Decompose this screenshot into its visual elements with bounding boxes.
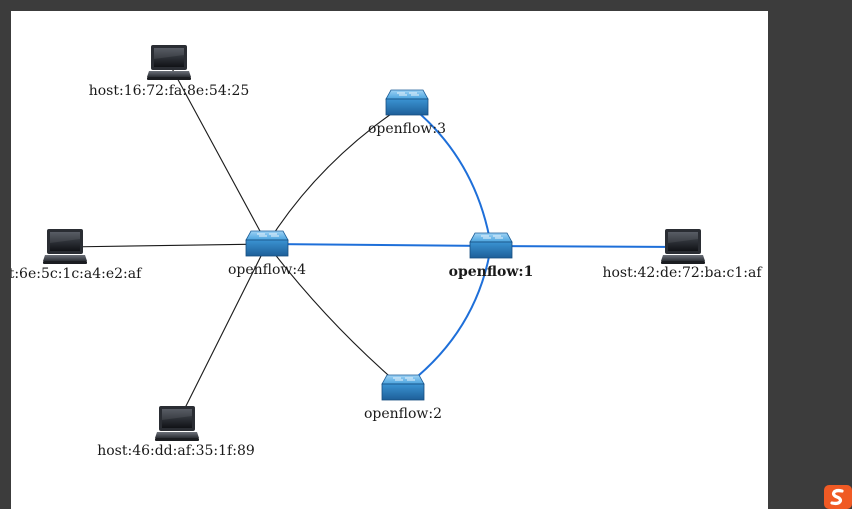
topology-graph[interactable]: host:16:72:fa:8e:54:25 t:6e:5c:1c:a4:e2:a… xyxy=(11,11,768,509)
link-sw4-sw1[interactable] xyxy=(266,243,492,247)
link-sw3-sw1[interactable] xyxy=(406,102,492,247)
switch-label: openflow:3 xyxy=(368,121,446,137)
switch-node-icon[interactable] xyxy=(245,230,289,257)
switch-node-icon[interactable] xyxy=(381,374,425,401)
host-label: t:6e:5c:1c:a4:e2:af xyxy=(11,266,143,282)
link-sw4-sw3[interactable] xyxy=(266,102,408,245)
host-node-icon[interactable] xyxy=(155,406,199,441)
nodes-layer: host:16:72:fa:8e:54:25 t:6e:5c:1c:a4:e2:a… xyxy=(11,45,763,459)
links-layer xyxy=(64,62,684,425)
link-sw2-sw1[interactable] xyxy=(402,245,492,389)
switch-node-icon[interactable] xyxy=(469,232,513,259)
link-sw4-sw2[interactable] xyxy=(266,243,404,389)
link-sw1-host-d[interactable] xyxy=(490,245,684,248)
host-label: host:46:dd:af:35:1f:89 xyxy=(97,443,255,459)
link-host-b-sw4[interactable] xyxy=(64,243,268,248)
host-node-icon[interactable] xyxy=(147,45,191,80)
host-label: host:42:de:72:ba:c1:af xyxy=(602,265,763,281)
switch-node-icon[interactable] xyxy=(385,89,429,116)
switch-label: openflow:4 xyxy=(228,262,306,278)
host-node-icon[interactable] xyxy=(43,229,87,264)
switch-label: openflow:2 xyxy=(364,406,442,422)
link-host-a-sw4[interactable] xyxy=(168,62,268,245)
host-label: host:16:72:fa:8e:54:25 xyxy=(89,83,250,99)
topology-canvas[interactable]: host:16:72:fa:8e:54:25 t:6e:5c:1c:a4:e2:a… xyxy=(11,11,768,509)
link-host-c-sw4[interactable] xyxy=(176,243,268,425)
switch-label: openflow:1 xyxy=(449,264,534,280)
sogou-input-logo-icon[interactable] xyxy=(823,484,852,509)
host-node-icon[interactable] xyxy=(661,229,705,264)
